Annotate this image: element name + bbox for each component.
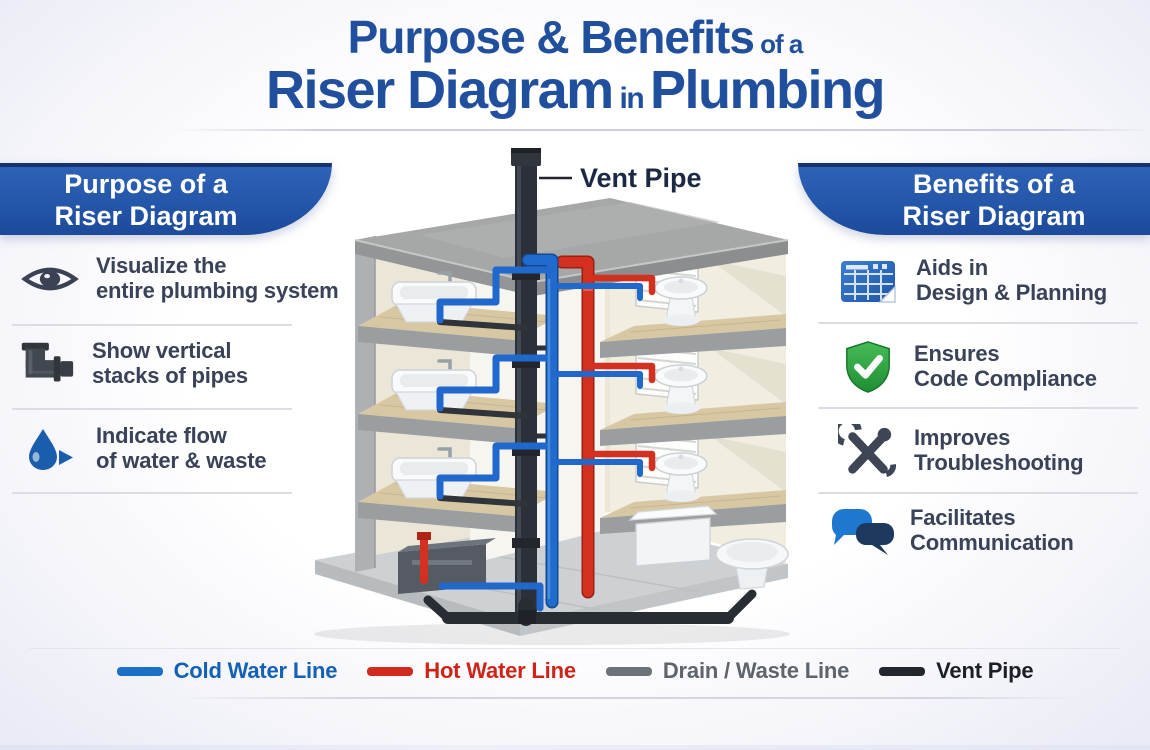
divider [12, 408, 292, 410]
hot-water-swatch [367, 666, 414, 676]
legend-divider-top [30, 648, 1120, 649]
title-line2: Riser Diagram [266, 59, 614, 120]
title-divider [175, 129, 1150, 131]
page-title: Purpose & Benefits of a Riser Diagram in… [0, 11, 1150, 120]
purpose-item-stacks: Show vertical stacks of pipes [14, 338, 248, 388]
item-label: Code Compliance [914, 366, 1097, 391]
item-label: Ensures [914, 341, 1000, 367]
blueprint-icon [838, 256, 902, 306]
purpose-banner-line1: Purpose of a [64, 169, 228, 200]
legend-item-hot-water: Hot Water Line [367, 658, 576, 684]
purpose-banner-line2: Riser Diagram [54, 201, 238, 231]
title-line1-suffix: of a [753, 29, 803, 59]
divider [818, 492, 1138, 494]
title-line1: Purpose & Benefits [347, 11, 755, 63]
benefit-item-design: Aids in Design & Planning [838, 256, 1107, 306]
item-label: of water & waste [96, 447, 267, 473]
item-label: Facilitates [910, 505, 1016, 531]
legend-divider-bottom [175, 697, 1075, 699]
cold-water-swatch [116, 666, 163, 676]
legend-item-cold-water: Cold Water Line [116, 658, 338, 684]
speech-bubbles-icon [828, 505, 896, 557]
benefits-banner-line2: Riser Diagram [902, 201, 1086, 231]
divider [818, 407, 1138, 409]
item-label: Improves [914, 425, 1011, 451]
item-label: Communication [910, 530, 1074, 555]
drain-waste-swatch [605, 666, 652, 676]
vent-pipe-label: Vent Pipe [580, 163, 702, 193]
benefits-banner-line1: Benefits of a [912, 169, 1076, 200]
riser-diagram-illustration: Vent Pipe [314, 148, 790, 645]
legend-label: Vent Pipe [936, 658, 1034, 683]
item-label: Visualize the [96, 253, 227, 278]
eye-icon [18, 259, 82, 299]
item-label: Aids in [916, 255, 988, 281]
item-label: Indicate flow [96, 423, 227, 448]
benefit-item-troubleshooting: Improves Troubleshooting [836, 424, 1084, 478]
divider [818, 322, 1138, 324]
bottom-accent-strip [0, 745, 1150, 750]
pipe-elbow-icon [14, 340, 78, 388]
legend-item-drain-waste: Drain / Waste Line [605, 658, 850, 684]
benefit-item-compliance: Ensures Code Compliance [836, 340, 1097, 394]
purpose-item-flow: Indicate flow of water & waste [18, 423, 267, 473]
water-drop-icon [18, 426, 82, 472]
item-label: Troubleshooting [914, 450, 1084, 475]
item-label: Design & Planning [916, 280, 1107, 305]
tools-icon [836, 424, 900, 478]
legend-item-vent-pipe: Vent Pipe [879, 658, 1034, 684]
purpose-item-visualize: Visualize the entire plumbing system [18, 253, 339, 303]
item-label: Show vertical [92, 338, 232, 363]
legend-label: Hot Water Line [424, 658, 576, 683]
divider [12, 324, 292, 326]
benefits-banner: Benefits of a Riser Diagram [798, 163, 1150, 235]
item-label: entire plumbing system [96, 277, 339, 303]
legend-label: Drain / Waste Line [662, 658, 850, 683]
item-label: stacks of pipes [92, 362, 248, 388]
divider [12, 492, 292, 494]
title-line2-mid: in [612, 81, 651, 115]
purpose-banner: Purpose of a Riser Diagram [0, 163, 332, 235]
legend-label: Cold Water Line [173, 658, 338, 683]
title-line2-end: Plumbing [650, 59, 885, 120]
legend: Cold Water Line Hot Water Line Drain / W… [0, 658, 1150, 684]
vent-pipe-swatch [879, 666, 926, 676]
benefit-item-communication: Facilitates Communication [828, 505, 1074, 557]
shield-check-icon [836, 340, 900, 394]
